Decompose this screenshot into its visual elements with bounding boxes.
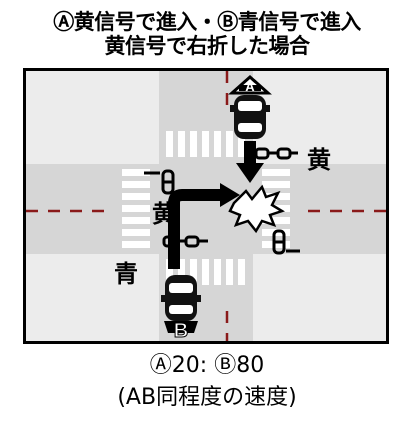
signal-icon-top <box>254 147 298 160</box>
signal-icon-right <box>272 229 300 255</box>
signal-label-b: 青 <box>114 260 138 288</box>
car-b-letter: B <box>174 320 188 341</box>
collision-mark <box>228 184 285 234</box>
horizontal-road <box>26 164 386 254</box>
speed-note: (AB同程度の速度) <box>117 385 297 410</box>
car-a <box>228 74 272 139</box>
arrow-a <box>236 141 264 183</box>
arrow-b <box>168 183 240 269</box>
crosswalk-left <box>122 169 150 248</box>
diagram-title-line2: 黄信号で右折した場合 <box>104 34 311 58</box>
intersection-diagram: A B 黄 黄 青 <box>23 68 389 344</box>
car-a-letter: A <box>245 79 255 94</box>
fault-ratio: Ⓐ20: Ⓑ80 <box>149 353 265 378</box>
intersection-svg: A B <box>26 71 386 341</box>
crosswalk-top <box>166 131 245 157</box>
car-b <box>161 275 201 333</box>
signal-label-left: 黄 <box>152 200 176 228</box>
signal-icon-left <box>144 169 175 195</box>
diagram-title-line1: Ⓐ黄信号で進入・Ⓑ青信号で進入 <box>53 10 361 34</box>
crosswalk-bottom <box>166 259 245 285</box>
signal-icon-bottom <box>162 235 208 248</box>
signal-label-a: 黄 <box>307 146 331 174</box>
